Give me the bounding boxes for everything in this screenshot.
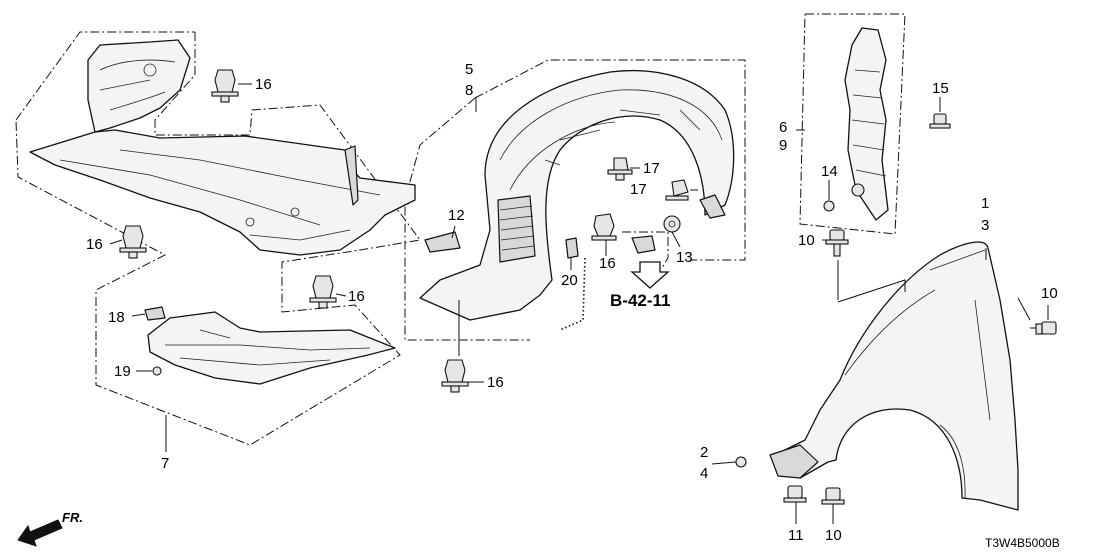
fender-liner bbox=[419, 69, 735, 321]
clip-12 bbox=[424, 231, 461, 253]
callout-10-b: 10 bbox=[1041, 285, 1058, 302]
callout-16-b: 16 bbox=[86, 236, 103, 253]
callout-7: 7 bbox=[161, 455, 169, 472]
front-fender bbox=[735, 241, 1019, 511]
reference-group bbox=[630, 235, 670, 289]
fasteners bbox=[119, 69, 1057, 505]
leader-lines bbox=[109, 83, 1049, 524]
callout-5: 5 bbox=[465, 61, 473, 78]
diagram-code: T3W4B5000B bbox=[985, 536, 1060, 550]
clip-20 bbox=[565, 237, 579, 259]
splash-shield-ribs bbox=[165, 329, 371, 366]
bolt-15 bbox=[929, 113, 951, 129]
callout-10-c: 10 bbox=[825, 527, 842, 544]
fender-liner-vent bbox=[497, 195, 536, 263]
bolt-10-a bbox=[825, 229, 849, 257]
under-cover-ribs bbox=[59, 59, 381, 241]
boundary-liner-left bbox=[404, 97, 530, 341]
callout-labels: 16 16 16 16 16 5 8 6 9 15 14 1 3 17 17 1… bbox=[86, 61, 1058, 544]
boundary-liner-top bbox=[474, 59, 746, 261]
push-clip-17-b bbox=[665, 179, 689, 201]
clip-19 bbox=[152, 366, 162, 376]
callout-12: 12 bbox=[448, 207, 465, 224]
group-boundaries bbox=[15, 13, 906, 452]
boundary-clip bbox=[622, 231, 669, 269]
under-cover-strut bbox=[344, 145, 359, 206]
fender-bracket bbox=[823, 27, 889, 221]
callout-15: 15 bbox=[932, 80, 949, 97]
callout-16-a: 16 bbox=[255, 76, 272, 93]
push-clip-16-a bbox=[211, 69, 239, 103]
front-direction-indicator: FR. bbox=[17, 510, 83, 547]
liner-rear-tab bbox=[699, 194, 726, 219]
clip-18 bbox=[144, 306, 166, 321]
callout-20: 20 bbox=[561, 272, 578, 289]
callout-18: 18 bbox=[108, 309, 125, 326]
push-clip-16-e bbox=[591, 213, 617, 241]
bracket-grommet bbox=[851, 183, 865, 197]
push-clip-16-d bbox=[441, 359, 469, 393]
callout-10-a: 10 bbox=[798, 232, 815, 249]
callout-4: 4 bbox=[700, 465, 708, 482]
callout-13: 13 bbox=[676, 249, 693, 266]
clip-13 bbox=[663, 215, 681, 233]
front-arrow-icon bbox=[17, 519, 63, 547]
callout-3: 3 bbox=[981, 217, 989, 234]
callout-1: 1 bbox=[981, 195, 989, 212]
reference-clip bbox=[631, 235, 656, 254]
callout-16-e: 16 bbox=[599, 255, 616, 272]
under-cover-panel bbox=[29, 129, 416, 256]
nut-2-4 bbox=[735, 456, 747, 468]
callout-9: 9 bbox=[779, 137, 787, 154]
clip-14 bbox=[823, 200, 835, 212]
front-label: FR. bbox=[62, 510, 83, 525]
callout-16-c: 16 bbox=[348, 288, 365, 305]
callout-16-d: 16 bbox=[487, 374, 504, 391]
bracket-body bbox=[844, 27, 889, 221]
bolt-10-b bbox=[1035, 321, 1057, 335]
under-cover-upper-flap bbox=[87, 39, 191, 133]
front-under-cover bbox=[29, 39, 416, 256]
callout-17-a: 17 bbox=[643, 160, 660, 177]
boundary-liner-dotted bbox=[559, 257, 586, 331]
splash-shield bbox=[144, 306, 396, 385]
boundary-undercover-top bbox=[15, 31, 195, 121]
under-cover-hole bbox=[143, 63, 157, 77]
callout-8: 8 bbox=[465, 82, 473, 99]
bolt-11 bbox=[783, 485, 807, 503]
push-clip-16-c bbox=[309, 275, 337, 309]
callout-14: 14 bbox=[821, 163, 838, 180]
callout-17-b: 17 bbox=[630, 181, 647, 198]
fender-contours bbox=[844, 249, 991, 499]
bracket-ribs bbox=[851, 69, 887, 177]
callout-2: 2 bbox=[700, 444, 708, 461]
reference-arrow bbox=[630, 261, 670, 289]
callout-11: 11 bbox=[788, 527, 804, 544]
callout-19: 19 bbox=[114, 363, 131, 380]
splash-shield-panel bbox=[147, 311, 396, 385]
vent-slats bbox=[499, 205, 535, 251]
bolt-10-c bbox=[821, 487, 845, 505]
push-clip-17-a bbox=[607, 157, 633, 181]
fender-liner-ribs bbox=[499, 89, 723, 191]
fender-panel bbox=[774, 241, 1019, 511]
fender-lower-bracket bbox=[769, 444, 819, 479]
push-clip-16-b bbox=[119, 225, 147, 259]
callout-6: 6 bbox=[779, 119, 787, 136]
boundary-undercover-lower bbox=[15, 32, 421, 446]
reference-label: B-42-11 bbox=[610, 291, 670, 310]
